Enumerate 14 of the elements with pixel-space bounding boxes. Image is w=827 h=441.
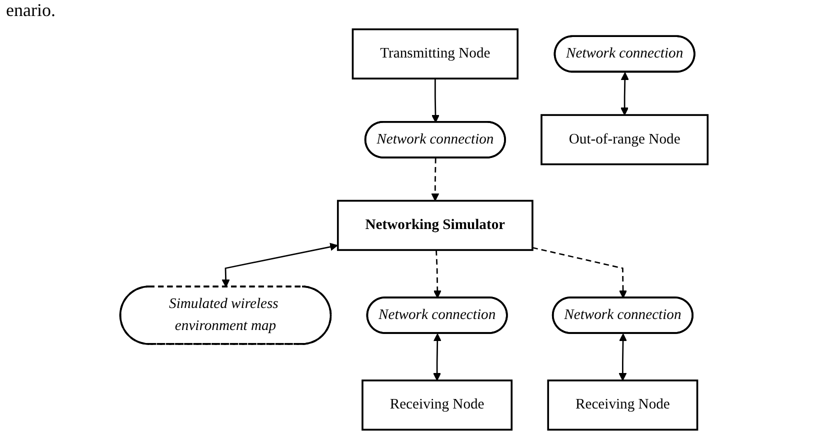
arrow [618, 333, 627, 381]
arrow [431, 78, 440, 123]
arrow [532, 246, 627, 298]
node-box: Out-of-range Node [540, 114, 708, 166]
arrow [432, 333, 441, 381]
arrow [221, 242, 338, 288]
text-fragment: enario. [6, 0, 56, 20]
arrow [620, 72, 628, 116]
arrow [430, 158, 439, 202]
node-box: Networking Simulator [336, 200, 533, 251]
node-box: Receiving Node [361, 380, 512, 431]
arrow [432, 250, 441, 298]
node-box: Receiving Node [546, 380, 698, 431]
node-box: Transmitting Node [351, 28, 518, 80]
